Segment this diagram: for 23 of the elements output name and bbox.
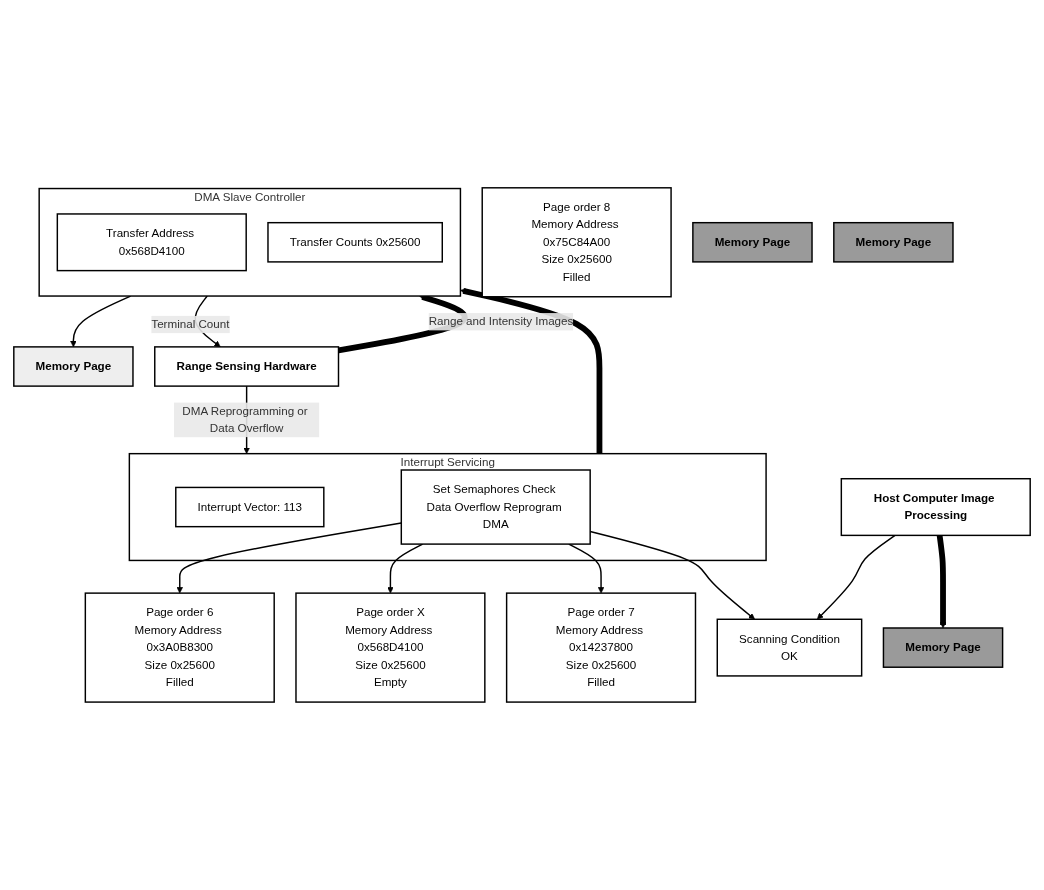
arrow	[568, 543, 605, 594]
arrow	[387, 543, 424, 594]
arrow	[460, 288, 603, 454]
node-box: Memory Page	[882, 627, 1004, 668]
node-box: Range Sensing Hardware	[154, 346, 340, 387]
edge-label: Range and Intensity Images	[428, 315, 574, 328]
node-box: Page order 7 Memory Address 0x14237800 Size 0x25600 Filled	[505, 592, 697, 703]
arrow	[817, 534, 896, 620]
node-box: Memory Page	[13, 346, 134, 387]
edge-label: Terminal Count	[151, 318, 230, 331]
node-box: Set Semaphores Check Data Overflow Reprogram DMA	[400, 469, 591, 545]
edge-label: DMA Reprogramming or Data Overflow	[182, 404, 308, 435]
node-box: Scanning Condition OK	[716, 618, 863, 677]
node-box: Memory Page	[692, 222, 813, 263]
node-box: Memory Page	[833, 222, 954, 263]
arrow	[936, 535, 947, 629]
node-box: Page order X Memory Address 0x568D4100 Size 0x25600 Empty	[295, 592, 486, 703]
node-box: Transfer Counts 0x25600	[267, 222, 443, 263]
node-box: Interrupt Vector: 113	[175, 486, 325, 528]
node-box: Page order 6 Memory Address 0x3A0B8300 Size 0x25600 Filled	[84, 592, 275, 703]
node-box: Page order 8 Memory Address 0x75C84A00 Size 0x25600 Filled	[481, 187, 672, 298]
node-box: Host Computer Image Processing	[840, 478, 1031, 537]
node-box: Transfer Address 0x568D4100	[56, 213, 247, 272]
